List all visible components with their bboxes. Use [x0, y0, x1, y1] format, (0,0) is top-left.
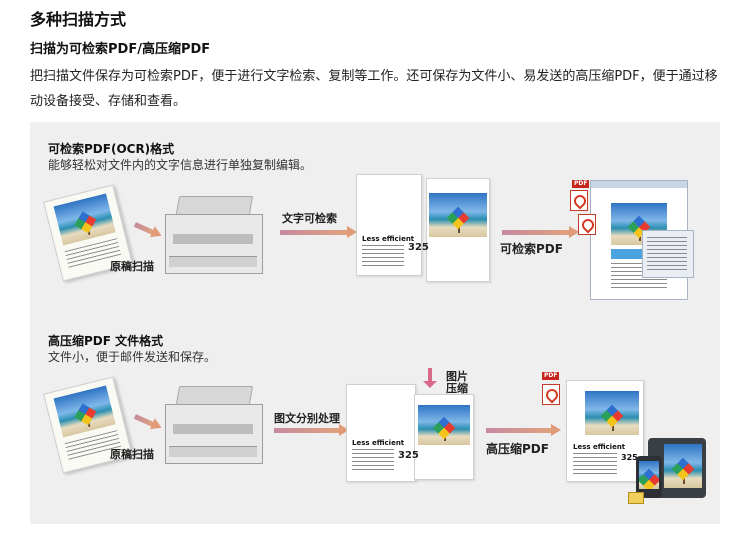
image-layer-page-2 — [414, 394, 474, 480]
page-headline: Less efficient — [362, 235, 415, 243]
feature-subheading: 扫描为可检索PDF/高压缩PDF — [30, 42, 211, 57]
text-layer-page-2: Less efficient — [346, 384, 416, 482]
process-arrow-icon — [280, 226, 357, 238]
compact-section-title: 高压缩PDF 文件格式 — [48, 334, 164, 348]
compact-pdf-page: Less efficient 325 — [566, 380, 644, 482]
process-arrow-icon-2 — [274, 424, 349, 436]
feature-description: 把扫描文件保存为可检索PDF，便于进行文字检索、复制等工作。还可保存为文件小、易… — [30, 69, 718, 109]
ocr-section-title: 可检索PDF(OCR)格式 — [48, 142, 175, 156]
compress-arrow-icon — [423, 368, 437, 388]
context-menu-screenshot — [642, 230, 694, 278]
feed-arrow-icon — [133, 222, 155, 235]
pdf-file-icon — [570, 190, 588, 211]
page-number-2: 325 — [398, 450, 419, 461]
pdf-badge: PDF — [572, 180, 590, 188]
printer-illustration-2 — [165, 386, 265, 464]
page-headline-2: Less efficient — [352, 439, 405, 447]
ocr-section-subtitle: 能够轻松对文件内的文字信息进行单独复制编辑。 — [48, 158, 313, 172]
compact-pdf-label: 高压缩PDF — [486, 442, 549, 456]
text-searchable-label: 文字可检索 — [282, 212, 337, 225]
result-arrow-icon — [502, 226, 579, 238]
mail-icon — [628, 492, 644, 504]
page-headline-3: Less efficient — [573, 443, 626, 451]
searchable-pdf-label: 可检索PDF — [500, 242, 563, 256]
pdf-file-icon-2 — [578, 214, 596, 235]
compact-section-subtitle: 文件小，便于邮件发送和保存。 — [48, 350, 217, 364]
pdf-badge-2: PDF — [542, 372, 560, 380]
result-arrow-icon-2 — [486, 424, 561, 436]
printer-illustration — [165, 196, 265, 274]
image-label: 图片 — [446, 370, 468, 383]
original-scan-label-2: 原稿扫描 — [110, 448, 154, 461]
pdf-file-icon-3 — [542, 384, 560, 405]
original-scan-label: 原稿扫描 — [110, 260, 154, 273]
page-number-3: 325 — [621, 453, 638, 462]
page-number: 325 — [408, 242, 429, 253]
feed-arrow-icon-2 — [133, 414, 155, 427]
text-layer-page: Less efficient — [356, 174, 422, 276]
separate-processing-label: 图文分别处理 — [274, 412, 340, 425]
compress-label: 压缩 — [446, 382, 468, 395]
scan-modes-diagram: 可检索PDF(OCR)格式 能够轻松对文件内的文字信息进行单独复制编辑。 原稿扫… — [30, 122, 720, 524]
image-layer-page — [426, 178, 490, 282]
section-heading: 多种扫描方式 — [30, 10, 127, 29]
smartphone-icon — [636, 456, 662, 498]
